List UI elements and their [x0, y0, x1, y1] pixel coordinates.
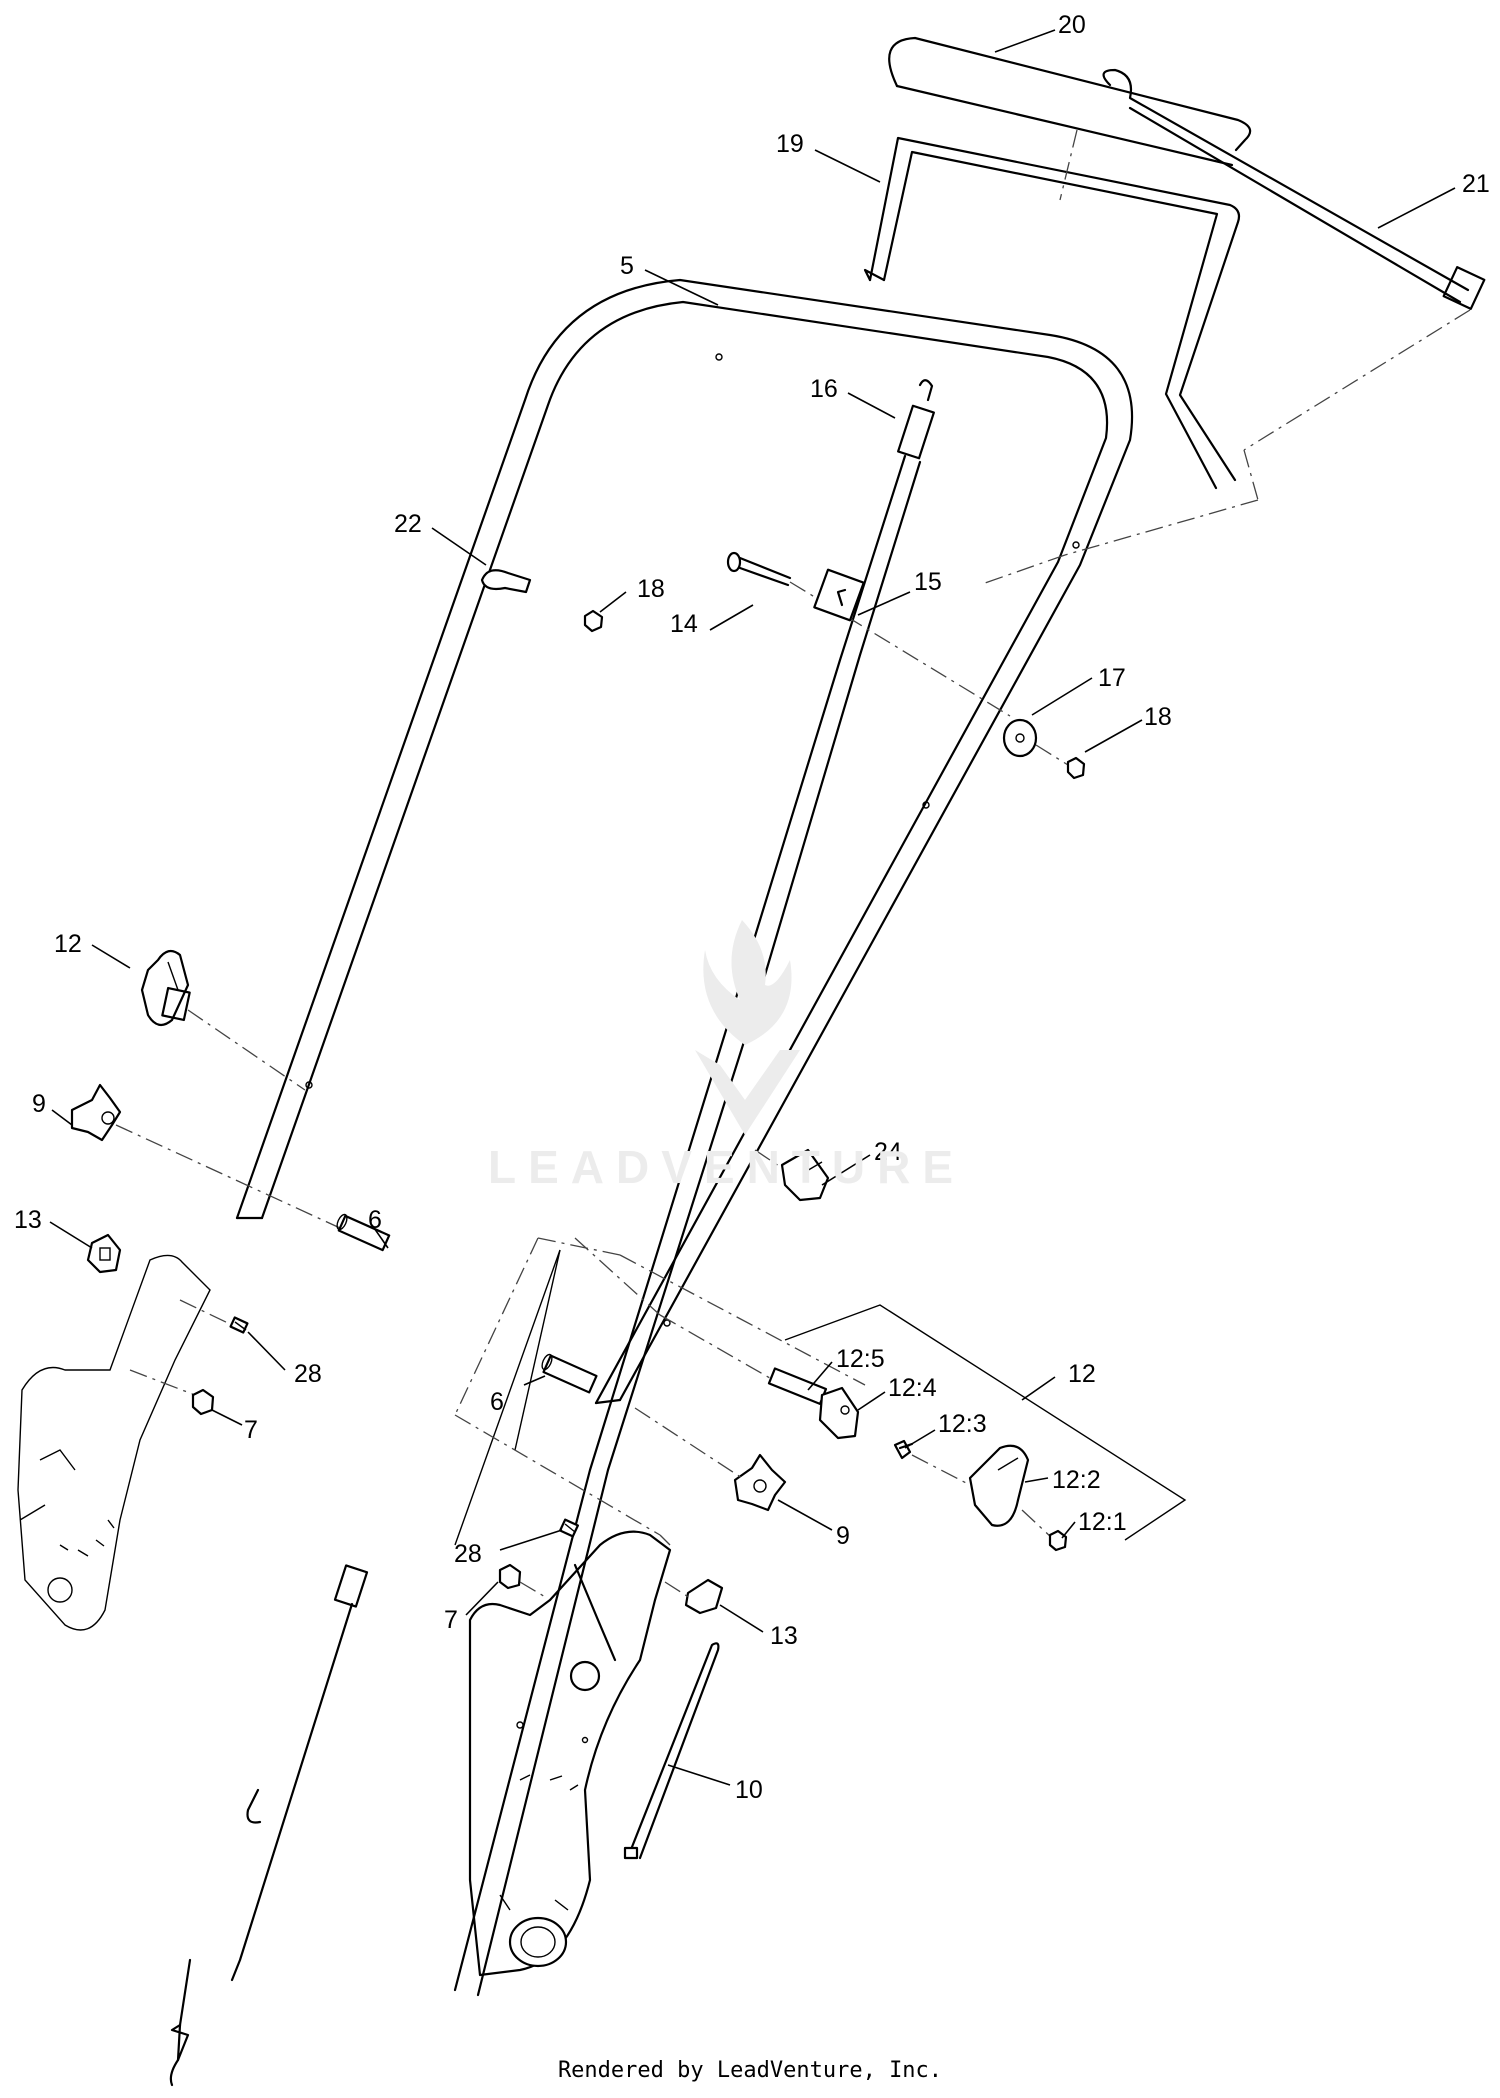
- bail-part: [863, 136, 1241, 490]
- height-adjuster-left-part: [17, 1254, 211, 1631]
- cable-tie-part: [623, 1642, 720, 1860]
- callout-labels: 20 19 21 5 16 22 18 14 15 17 18 12 9 24 …: [14, 11, 1490, 1804]
- screw-right-part: [559, 1518, 579, 1538]
- callout-6-left: 6: [368, 1206, 382, 1234]
- knob-right-part: [634, 1407, 787, 1512]
- screw-left-part: [179, 1299, 249, 1334]
- traction-rod-part: [984, 68, 1486, 584]
- callout-12-5: 12:5: [836, 1345, 885, 1373]
- adjuster-clip-right-part: [664, 1578, 724, 1615]
- handle-frame-part: [235, 278, 1134, 1405]
- callout-28-right: 28: [454, 1540, 482, 1568]
- callout-14: 14: [670, 610, 698, 638]
- callout-10: 10: [735, 1776, 763, 1804]
- callout-12-right: 12: [1068, 1360, 1096, 1388]
- callout-18-upper-left: 18: [637, 575, 665, 603]
- callout-6-right: 6: [490, 1388, 504, 1416]
- callout-12-2: 12:2: [1052, 1466, 1101, 1494]
- spacer-part: [1002, 718, 1069, 766]
- callout-7-right: 7: [444, 1606, 458, 1634]
- callout-9-left: 9: [32, 1090, 46, 1118]
- callout-12-3: 12:3: [938, 1410, 987, 1438]
- nut-right-part: [498, 1563, 548, 1599]
- cable-bracket-part: [813, 568, 865, 622]
- nut-part: [583, 609, 1086, 780]
- knob-left-part: [70, 1083, 341, 1229]
- callout-28-left: 28: [294, 1360, 322, 1388]
- callout-16: 16: [810, 375, 838, 403]
- leader-lines: [49, 29, 1456, 1786]
- nut-left-part: [129, 1369, 215, 1416]
- callout-13-right: 13: [770, 1622, 798, 1650]
- callout-5: 5: [620, 252, 634, 280]
- cam-lever-left-part: [140, 949, 306, 1091]
- upper-grip-part: [888, 36, 1252, 201]
- callout-17: 17: [1098, 664, 1126, 692]
- pin-right-part: [541, 1353, 598, 1394]
- adjuster-clip-left-part: [86, 1233, 122, 1274]
- height-adjuster-right-part: [468, 1530, 672, 1977]
- callout-12-1: 12:1: [1078, 1508, 1127, 1536]
- cable-clip-part: [480, 569, 532, 594]
- callout-15: 15: [914, 568, 942, 596]
- control-cable-part: [169, 379, 935, 2087]
- callout-22: 22: [394, 510, 422, 538]
- pin-left-part: [336, 1213, 391, 1252]
- callout-9-right: 9: [836, 1522, 850, 1550]
- reference-lines: [454, 1237, 866, 1546]
- watermark-logo-icon: [695, 920, 800, 1135]
- callout-13-left: 13: [14, 1206, 42, 1234]
- callout-7-left: 7: [244, 1416, 258, 1444]
- footer-credit: Rendered by LeadVenture, Inc.: [557, 2058, 943, 2083]
- callout-19: 19: [776, 130, 804, 158]
- cam-assembly-right-part: [574, 1237, 1187, 1552]
- cable-guide-part: [754, 1148, 830, 1202]
- handle-bolt-part: [726, 551, 1011, 717]
- callout-12-left: 12: [54, 930, 82, 958]
- callout-20: 20: [1058, 11, 1086, 39]
- callout-12-4: 12:4: [888, 1374, 937, 1402]
- watermark-text: LEADVENTURE: [488, 1141, 966, 1193]
- callout-18-right: 18: [1144, 703, 1172, 731]
- callout-21: 21: [1462, 170, 1490, 198]
- callout-24: 24: [874, 1138, 902, 1166]
